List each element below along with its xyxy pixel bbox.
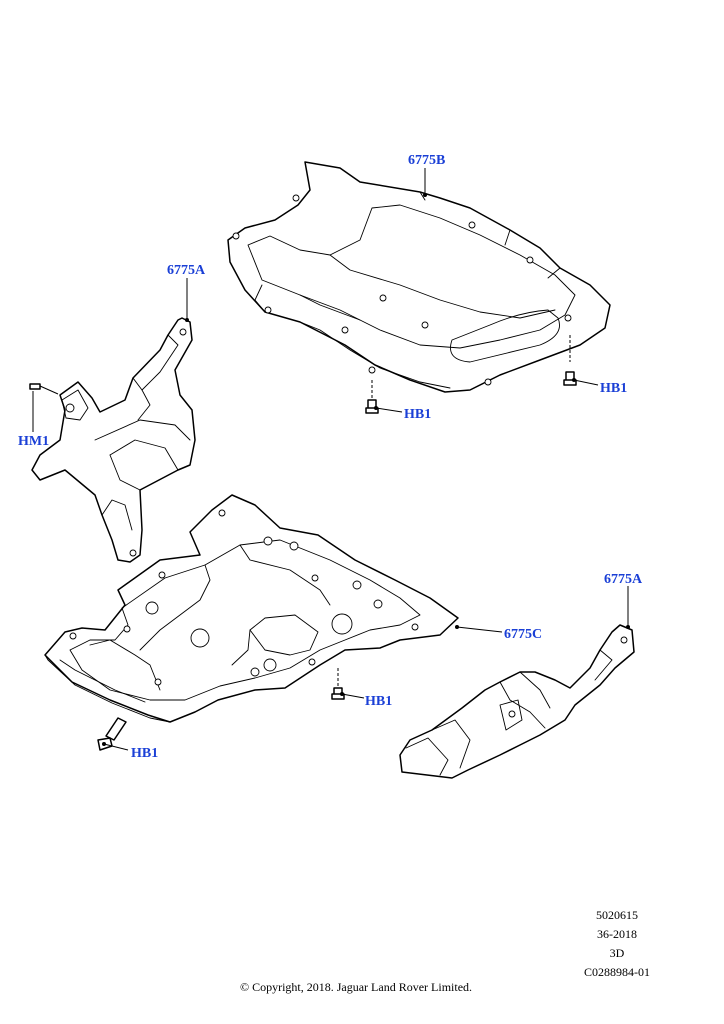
bolt-hb1-lower-left (97, 717, 127, 751)
callout-6775b: 6775B (408, 153, 445, 168)
reference-line-4: C0288984-01 (584, 965, 650, 979)
undershield-6775c (44, 494, 459, 723)
callout-6775a-left: 6775A (167, 263, 206, 278)
bolt-hb1-top-center (365, 380, 379, 414)
callout-hb1-center: HB1 (365, 694, 392, 709)
reference-block: 5020615 36-2018 3D C0288984-01 (572, 906, 662, 982)
copyright-notice: © Copyright, 2018. Jaguar Land Rover Lim… (239, 980, 473, 994)
fastener-hm1 (29, 383, 59, 425)
reference-line-1: 5020615 (596, 908, 638, 922)
callout-hm1: HM1 (18, 434, 49, 449)
reference-line-2: 36-2018 (597, 927, 637, 941)
splash-shield-6775a-left (31, 317, 196, 563)
bolt-hb1-center (331, 668, 345, 700)
callout-6775c: 6775C (504, 627, 542, 642)
callout-hb1-top-center: HB1 (404, 407, 431, 422)
callout-hb1-lower-left: HB1 (131, 746, 158, 761)
callout-6775a-right: 6775A (604, 572, 643, 587)
callout-hb1-top-right: HB1 (600, 381, 627, 396)
reference-line-3: 3D (609, 946, 625, 960)
undershield-6775b (227, 161, 611, 393)
leader-lines (32, 168, 630, 751)
bolt-hb1-top-right (563, 335, 577, 386)
splash-shield-6775a-right (399, 624, 635, 779)
